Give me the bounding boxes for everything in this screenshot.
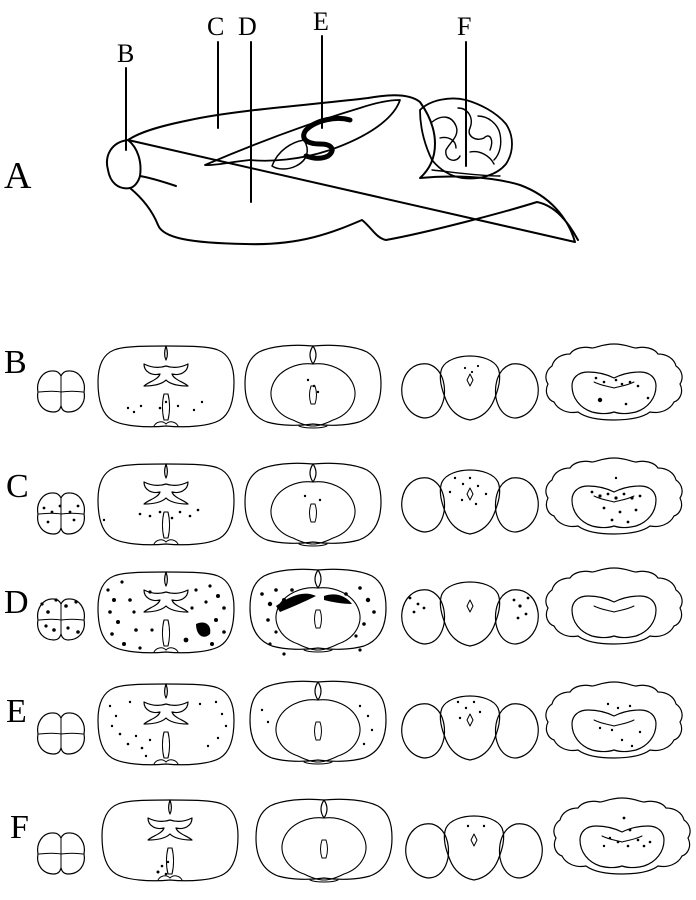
ventricle-inner (271, 139, 309, 170)
hindbrain-section (405, 815, 543, 881)
sagittal-label-b: B (117, 39, 134, 68)
sagittal-label-f: F (457, 12, 471, 41)
forebrain-section (97, 683, 235, 766)
hindbrain-section (401, 355, 539, 421)
label-dots (40, 580, 530, 656)
forebrain-section (101, 799, 239, 882)
section-row-f: F (10, 797, 691, 883)
row-label-f: F (10, 809, 29, 846)
midbrain-section (255, 798, 393, 883)
row-label-c: C (6, 468, 29, 505)
sagittal-label-c: C (207, 12, 224, 41)
olfactory-bulb-section (37, 712, 85, 755)
cerebellum-folia (431, 107, 502, 165)
forebrain-section (97, 345, 235, 428)
label-dots (156, 816, 652, 876)
olfactory-bulb-section (37, 492, 85, 535)
section-row-b: B (4, 343, 683, 429)
row-label-b: B (4, 344, 27, 381)
cerebellar-section (553, 797, 691, 875)
forebrain-section (97, 463, 235, 546)
ventricle-outline (204, 99, 401, 167)
sagittal-brain-panel: A B C D E F (4, 7, 579, 246)
forebrain-section (97, 571, 235, 654)
label-dots (108, 700, 642, 758)
label-dots (126, 364, 650, 414)
midbrain-section (244, 462, 382, 547)
section-row-c: C (6, 457, 683, 547)
olfactory-bulb-outline (127, 139, 142, 189)
midbrain-section (249, 680, 387, 765)
sagittal-outline (106, 94, 579, 246)
sagittal-label-e: E (313, 7, 329, 36)
hindbrain-section (401, 581, 539, 647)
olfactory-bulb-section (37, 832, 85, 875)
row-label-e: E (6, 693, 27, 730)
frontal-notch (139, 175, 177, 187)
cerebellar-section (545, 343, 683, 421)
row-label-d: D (4, 584, 29, 621)
cerebellar-section (545, 567, 683, 645)
hindbrain-section (401, 695, 539, 761)
midbrain-section (249, 568, 387, 653)
section-row-d: D (4, 567, 683, 656)
olfactory-bulb-section (37, 598, 85, 641)
sagittal-label-d: D (238, 12, 257, 41)
cerebellar-section (545, 457, 683, 535)
panel-label-a: A (4, 155, 32, 197)
brainstem-line (431, 169, 501, 177)
section-row-e: E (6, 680, 683, 766)
label-dots (42, 476, 642, 524)
cerebellar-section (545, 681, 683, 759)
hindbrain-section (401, 469, 539, 535)
olfactory-bulb-section (37, 370, 85, 413)
hippocampus-structure (301, 115, 353, 161)
